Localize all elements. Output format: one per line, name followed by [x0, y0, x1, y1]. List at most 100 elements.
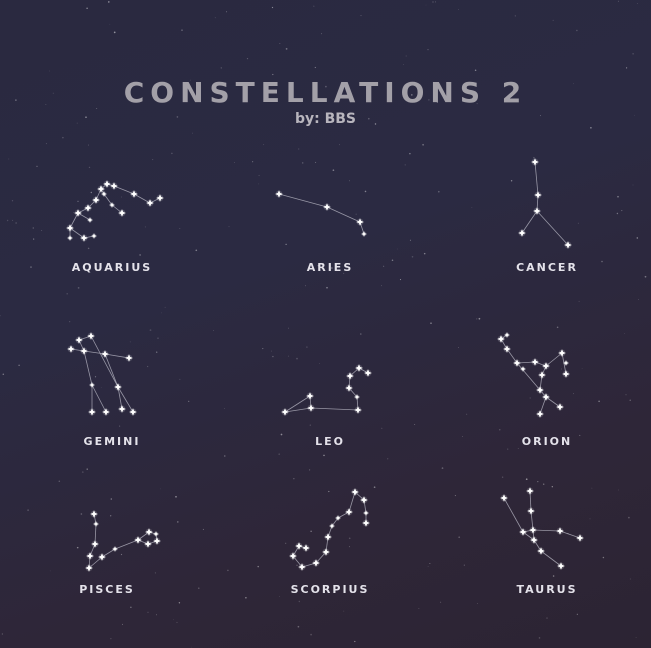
star-icon [346, 372, 354, 380]
label-aquarius: AQUARIUS [71, 261, 153, 274]
star-icon [529, 526, 537, 534]
background-star [87, 247, 90, 250]
background-star [409, 239, 411, 241]
background-star [49, 70, 51, 72]
background-star [477, 603, 479, 605]
constellation-gemini [67, 332, 137, 416]
background-star [147, 611, 149, 613]
star-icon [356, 218, 364, 226]
star-icon [536, 410, 544, 418]
constellation-line [348, 387, 358, 398]
constellation-aquarius [66, 180, 164, 242]
star-icon [289, 552, 297, 560]
background-star [62, 136, 64, 139]
background-star [332, 169, 335, 172]
background-star [602, 556, 605, 559]
background-star [154, 572, 156, 574]
background-star [522, 266, 523, 268]
star-icon [533, 207, 541, 215]
background-star [310, 633, 312, 636]
star-icon [513, 359, 521, 367]
background-star [396, 248, 398, 250]
background-star [49, 570, 51, 572]
background-star [120, 553, 123, 556]
background-star [360, 333, 362, 335]
background-star [66, 293, 68, 295]
background-star [629, 399, 631, 401]
constellation-orion [497, 332, 570, 418]
background-star [198, 587, 200, 589]
constellation-line [539, 396, 547, 415]
background-star [270, 350, 272, 352]
label-aries: ARIES [306, 261, 354, 274]
background-star [644, 275, 647, 278]
background-star [45, 143, 47, 145]
star-icon [306, 392, 314, 400]
background-star [213, 330, 214, 332]
background-star [164, 306, 166, 308]
star-icon [556, 527, 564, 535]
star-icon [153, 531, 159, 537]
background-star [441, 467, 444, 469]
constellation-line [530, 510, 534, 531]
background-star [177, 521, 179, 523]
star-icon [518, 229, 526, 237]
constellation-line [292, 545, 300, 557]
background-star [552, 575, 555, 577]
background-star [73, 212, 74, 213]
constellation-line [69, 227, 85, 239]
background-star [514, 15, 516, 17]
constellation-line [534, 161, 539, 196]
constellation-line [532, 529, 561, 532]
background-star [293, 478, 295, 480]
background-star [404, 164, 406, 166]
star-icon [576, 534, 584, 542]
star-icon [101, 191, 107, 197]
background-star [552, 19, 554, 21]
star-icon [130, 190, 138, 198]
background-star [181, 29, 183, 31]
background-star [551, 486, 553, 488]
background-star [110, 515, 112, 517]
background-star [573, 83, 574, 85]
background-star [33, 238, 35, 240]
background-star [119, 425, 121, 427]
star-icon [345, 508, 353, 516]
star-icon [86, 552, 94, 560]
background-star [36, 165, 38, 167]
background-star [387, 458, 389, 460]
constellation-line [331, 517, 339, 527]
background-star [634, 114, 635, 116]
constellation-line [561, 352, 567, 375]
background-star [529, 397, 531, 399]
background-star [110, 638, 112, 640]
star-icon [129, 408, 137, 416]
background-star [245, 596, 247, 599]
constellation-aries [275, 190, 367, 237]
star-icon [109, 202, 115, 208]
background-star [224, 408, 225, 409]
constellation-line [516, 362, 541, 391]
background-star [626, 67, 628, 69]
background-star [579, 434, 581, 436]
background-star [354, 640, 356, 643]
background-star [296, 564, 298, 566]
star-icon [538, 371, 546, 379]
background-star [474, 69, 477, 72]
background-star [576, 613, 578, 615]
background-star [364, 190, 367, 193]
background-star [399, 279, 402, 281]
background-star [632, 53, 634, 55]
constellation-line [545, 396, 561, 408]
star-icon [351, 488, 359, 496]
background-star [380, 285, 382, 287]
star-icon [275, 190, 283, 198]
background-star [625, 394, 627, 396]
background-star [326, 286, 328, 289]
background-star [430, 322, 432, 325]
constellation-line [91, 384, 107, 413]
constellation-line [522, 531, 535, 541]
author-byline: by: BBS [294, 111, 357, 127]
constellation-line [114, 539, 139, 550]
